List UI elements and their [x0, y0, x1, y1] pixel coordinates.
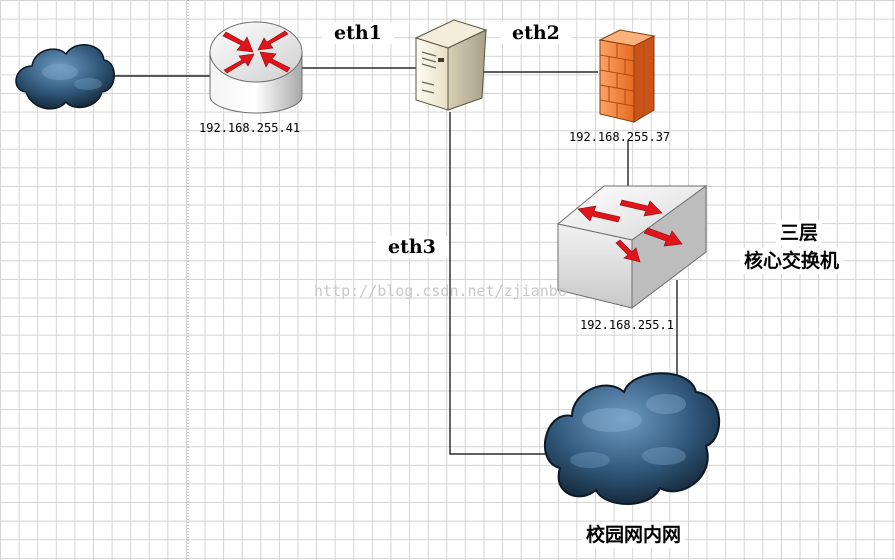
firewall-icon	[598, 29, 656, 123]
internet-cloud-icon	[15, 44, 115, 110]
switch-title-line1: 三层	[776, 220, 823, 246]
watermark-text: http://blog.csdn.net/zjianbo	[314, 282, 567, 300]
eth2-label: eth2	[500, 22, 572, 44]
switch-title-line2: 核心交换机	[740, 248, 844, 274]
core-switch-icon	[556, 185, 708, 310]
router-ip-label: 192.168.255.41	[199, 121, 301, 135]
campus-cloud-icon	[544, 372, 720, 505]
router-icon	[209, 21, 303, 114]
eth3-label: eth3	[376, 236, 448, 258]
campus-network-label: 校园网内网	[582, 522, 686, 548]
firewall-ip-label: 192.168.255.37	[569, 130, 671, 144]
links	[112, 67, 678, 455]
switch-ip-label: 192.168.255.1	[580, 318, 674, 332]
eth1-label: eth1	[322, 22, 394, 44]
link-eth3	[449, 112, 548, 455]
server-icon	[414, 19, 488, 111]
